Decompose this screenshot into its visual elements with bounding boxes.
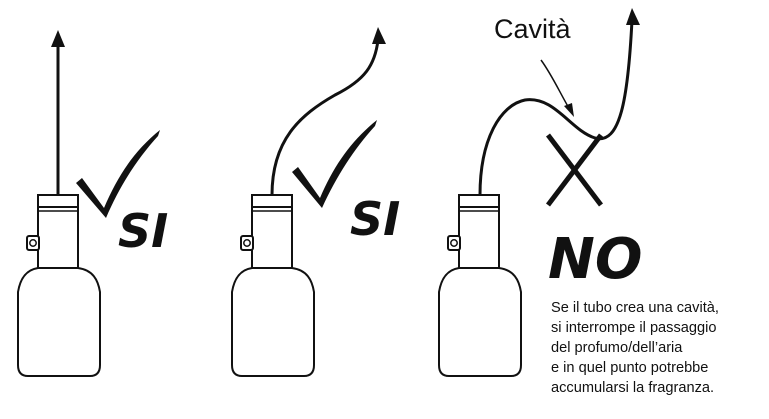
verdict-label-3: NO xyxy=(548,227,643,292)
verdict-label-2: SI xyxy=(350,192,401,246)
cross-icon xyxy=(546,133,603,207)
note-line-5: accumularsi la fragranza. xyxy=(551,380,715,396)
arrowhead-1 xyxy=(51,30,65,47)
cavity-label: Cavità xyxy=(494,14,571,44)
bottle-3 xyxy=(438,194,522,377)
note-line-3: del profumo/dell’aria xyxy=(551,340,683,356)
bottle-1 xyxy=(17,194,101,377)
verdict-label-1: SI xyxy=(118,204,169,258)
note-line-2: si interrompe il passaggio xyxy=(551,320,717,336)
tube-with-cavity xyxy=(478,19,634,196)
arrowhead-2 xyxy=(372,27,386,44)
tube-curved xyxy=(270,39,380,196)
bottle-2 xyxy=(231,194,315,377)
note-line-1: Se il tubo crea una cavità, xyxy=(551,300,719,316)
checkmark-2-icon xyxy=(292,120,377,208)
checkmark-1-icon xyxy=(76,130,160,218)
arrowhead-3 xyxy=(626,8,640,25)
note-line-4: e in quel punto potrebbe xyxy=(551,360,709,376)
cavity-explanation: Se il tubo crea una cavità, si interromp… xyxy=(551,298,766,398)
cavity-pointer-head xyxy=(564,103,574,117)
